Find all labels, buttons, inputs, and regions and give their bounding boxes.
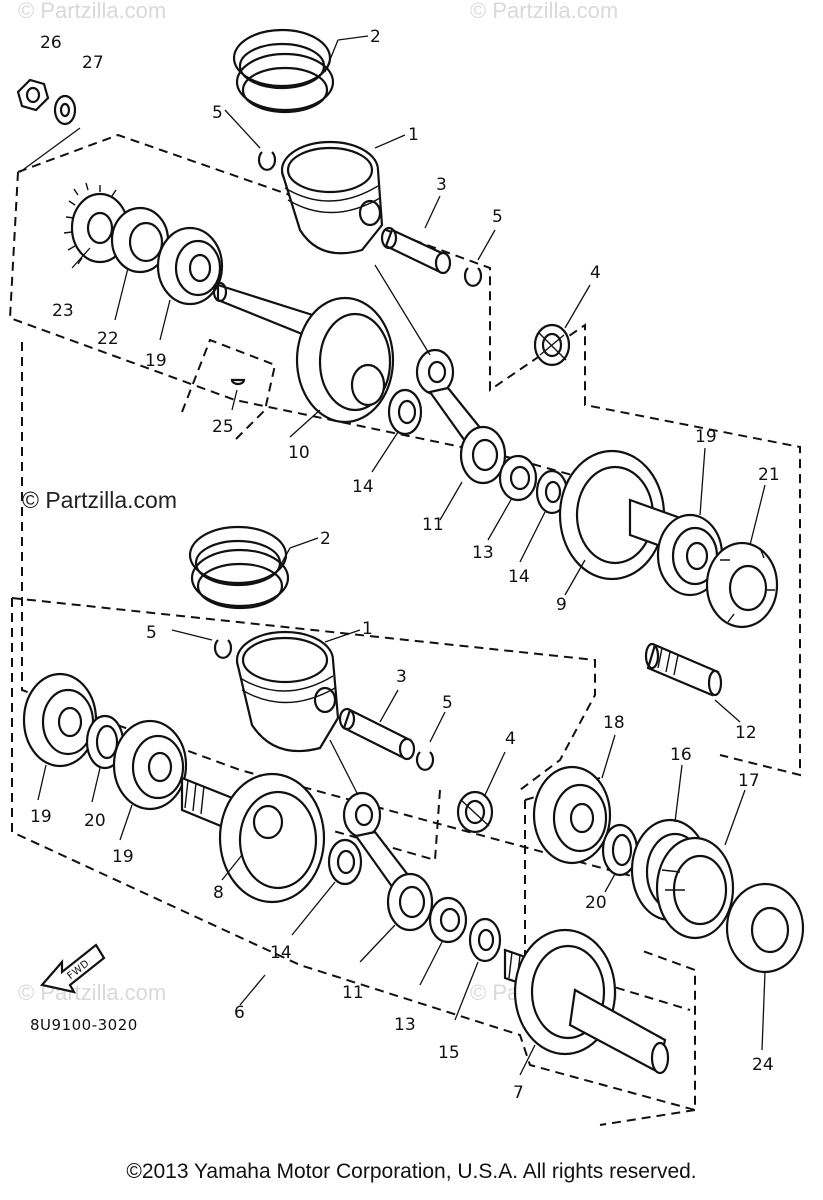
callout-2: 2	[370, 27, 381, 47]
callout-13: 13	[472, 543, 494, 563]
callout-11: 11	[422, 515, 444, 535]
callout-9: 9	[556, 595, 567, 615]
piston-upper	[280, 140, 384, 255]
thrust-washer-part-15	[468, 917, 502, 963]
thrust-washer-part-14	[387, 388, 423, 436]
callout-20: 20	[585, 893, 607, 913]
piston-rings-upper	[232, 28, 335, 114]
callout-19: 19	[30, 807, 52, 827]
callout-10: 10	[288, 443, 310, 463]
callout-5: 5	[442, 693, 453, 713]
oil-seal-part-24	[725, 882, 805, 974]
bearing-part-18	[532, 765, 612, 865]
watermark: © Partzilla.com	[22, 487, 177, 513]
watermark: © Partzilla.com	[18, 0, 166, 23]
clip-part-5	[415, 751, 435, 771]
watermark: © Partzilla.com	[470, 0, 618, 23]
callout-19: 19	[112, 847, 134, 867]
callout-14: 14	[270, 943, 292, 963]
callout-3: 3	[436, 175, 447, 195]
diagram-code: 8U9100-3020	[30, 1016, 138, 1034]
thrust-washer-part-14	[327, 838, 363, 886]
spline-shaft-part-12	[644, 642, 723, 697]
callout-25: 25	[212, 417, 234, 437]
callout-1: 1	[362, 619, 373, 639]
callout-20: 20	[84, 811, 106, 831]
labyrinth-seal-part-17	[655, 836, 735, 940]
bearing-part-19	[112, 719, 188, 811]
callout-19: 19	[145, 351, 167, 371]
clip-part-5	[213, 639, 233, 659]
washer-part-27	[53, 94, 77, 126]
piston-rings-lower	[188, 525, 290, 610]
callout-5: 5	[146, 623, 157, 643]
callout-18: 18	[603, 713, 625, 733]
callout-4: 4	[505, 729, 516, 749]
copyright-notice: ©2013 Yamaha Motor Corporation, U.S.A. A…	[126, 1160, 697, 1183]
connecting-rod-upper	[415, 348, 507, 485]
callout-11: 11	[342, 983, 364, 1003]
callout-7: 7	[513, 1083, 524, 1103]
key-frame	[181, 338, 277, 441]
piston-lower	[235, 630, 340, 753]
crank-half-part-8	[180, 772, 326, 904]
callout-12: 12	[735, 723, 757, 743]
lower-crank-frame	[11, 597, 696, 1126]
needle-bearing-part-13	[428, 896, 468, 944]
callout-19: 19	[695, 427, 717, 447]
bearing-part-19	[156, 226, 224, 306]
callout-23: 23	[52, 301, 74, 321]
callout-3: 3	[396, 667, 407, 687]
connecting-rod-lower	[342, 791, 434, 932]
bearing-part-19	[22, 672, 98, 768]
callout-1: 1	[408, 125, 419, 145]
collar-part-21	[705, 541, 779, 629]
callout-5: 5	[212, 103, 223, 123]
callout-15: 15	[438, 1043, 460, 1063]
callout-17: 17	[738, 771, 760, 791]
callout-16: 16	[670, 745, 692, 765]
nut-part-26	[16, 78, 50, 112]
callout-4: 4	[590, 263, 601, 283]
callout-6: 6	[234, 1003, 245, 1023]
callout-22: 22	[97, 329, 119, 349]
needle-bearing-part-13	[498, 454, 538, 502]
callout-21: 21	[758, 465, 780, 485]
woodruff-key-part-25	[230, 378, 246, 386]
crank-half-part-10	[212, 281, 395, 424]
callout-2: 2	[320, 529, 331, 549]
callout-27: 27	[82, 53, 104, 73]
watermark: © Partzilla.com	[18, 980, 166, 1005]
callout-13: 13	[394, 1015, 416, 1035]
clip-part-5	[257, 151, 277, 171]
callout-14: 14	[352, 477, 374, 497]
crank-half-part-7	[503, 928, 670, 1075]
callout-26: 26	[40, 33, 62, 53]
callout-5: 5	[492, 207, 503, 227]
needle-bearing-lower	[456, 790, 494, 834]
callout-24: 24	[752, 1055, 774, 1075]
callout-8: 8	[213, 883, 224, 903]
callout-14: 14	[508, 567, 530, 587]
thrust-washer-part-14	[535, 469, 569, 515]
needle-bearing-upper	[533, 323, 571, 367]
clip-part-5	[463, 267, 483, 287]
piston-pin-upper	[380, 226, 452, 275]
piston-pin-lower	[338, 707, 416, 761]
